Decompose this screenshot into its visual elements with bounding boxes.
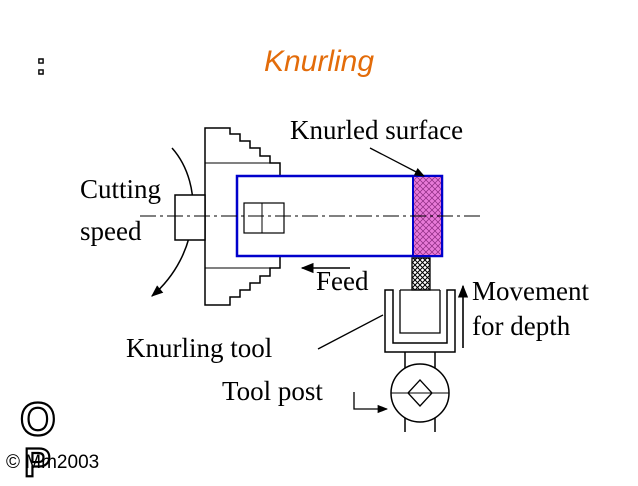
footer-letter-p: P xyxy=(23,440,52,486)
copyright-text: © Mm2003 xyxy=(6,452,100,473)
knurling-tool-holder xyxy=(384,289,456,353)
tool-post-leader xyxy=(353,392,389,414)
label-knurled-surface: Knurled surface xyxy=(290,115,463,145)
slide-title: Knurling xyxy=(263,45,375,78)
label-movement: Movement xyxy=(472,276,589,306)
label-knurling-tool: Knurling tool xyxy=(126,333,272,363)
bullet-colon: : xyxy=(35,47,46,81)
spindle xyxy=(174,194,206,241)
label-tool-post: Tool post xyxy=(222,376,323,406)
label-for-depth: for depth xyxy=(472,311,571,341)
label-cutting: Cutting xyxy=(80,174,161,204)
knurl-wheel xyxy=(411,257,431,291)
footer-letter-o: O xyxy=(19,392,57,446)
knurling-tool-leader xyxy=(317,314,384,350)
knurled-surface-leader xyxy=(369,147,425,177)
label-feed: Feed xyxy=(316,266,369,296)
center-bore xyxy=(243,202,285,234)
label-speed: speed xyxy=(80,216,142,246)
